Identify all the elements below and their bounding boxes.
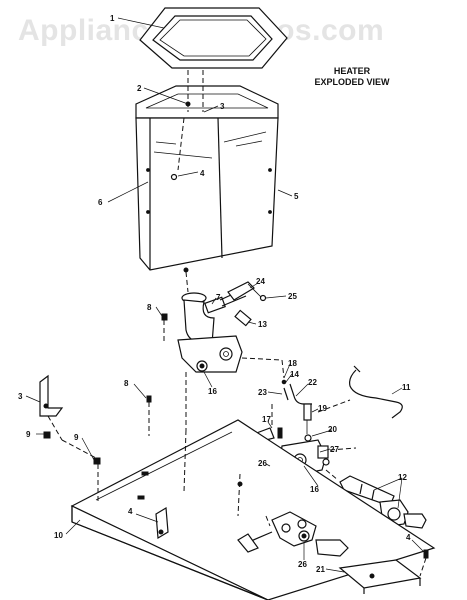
callout-13: 13 (258, 320, 267, 329)
diagram-title-line-2: EXPLODED VIEW (314, 77, 390, 87)
part-pilot-bracket (227, 281, 267, 327)
diagram-title-line-1: HEATER (333, 66, 371, 76)
part-screws (146, 313, 168, 436)
callout-11: 11 (402, 383, 411, 392)
callout-18: 18 (288, 359, 297, 368)
callout-27: 27 (330, 445, 339, 454)
callout-17: 17 (262, 415, 271, 424)
callout-4-right: 4 (406, 533, 411, 542)
part-burner-fitting (185, 360, 208, 430)
callout-26-lower: 26 (298, 560, 307, 569)
callout-1: 1 (110, 14, 115, 23)
part-base-pan (70, 419, 436, 600)
callout-7: 7 (216, 293, 221, 302)
part-vertical-rods (170, 70, 204, 181)
part-pilot-tubes (241, 357, 312, 442)
callout-9-right: 9 (74, 433, 79, 442)
part-side-bracket (338, 549, 429, 594)
part-base-bracket (155, 506, 169, 540)
callout-6: 6 (98, 198, 103, 207)
part-burner-assembly (177, 271, 247, 373)
callout-23: 23 (258, 388, 267, 397)
part-top-ring (139, 7, 288, 69)
callout-3-upper: 3 (220, 102, 225, 111)
callout-4-base: 4 (128, 507, 133, 516)
callout-2: 2 (137, 84, 142, 93)
callout-14: 14 (290, 370, 299, 379)
callout-19: 19 (318, 404, 327, 413)
part-heater-jacket (135, 85, 279, 273)
callout-labels: 1 2 3 4 5 6 8 7 24 25 13 16 18 14 23 22 … (18, 14, 411, 574)
callout-16-lower: 16 (310, 485, 319, 494)
callout-21: 21 (316, 565, 325, 574)
callout-12: 12 (398, 473, 407, 482)
diagram-title: HEATER EXPLODED VIEW (302, 66, 402, 88)
callout-5: 5 (294, 192, 299, 201)
callout-9-left: 9 (26, 430, 31, 439)
part-thermocouple (317, 365, 403, 419)
callout-25: 25 (288, 292, 297, 301)
callout-16-upper: 16 (208, 387, 217, 396)
part-left-bracket (39, 374, 101, 465)
callout-8-upper: 8 (147, 303, 152, 312)
callout-8-lower: 8 (124, 379, 129, 388)
callout-26-upper: 26 (258, 459, 267, 468)
callout-3-lower: 3 (18, 392, 23, 401)
callout-10: 10 (54, 531, 63, 540)
callout-24: 24 (256, 277, 265, 286)
part-inlet-fitting (237, 511, 349, 557)
callout-leaders (25, 17, 425, 573)
callout-20: 20 (328, 425, 337, 434)
callout-4-upper: 4 (200, 169, 205, 178)
callout-22: 22 (308, 378, 317, 387)
